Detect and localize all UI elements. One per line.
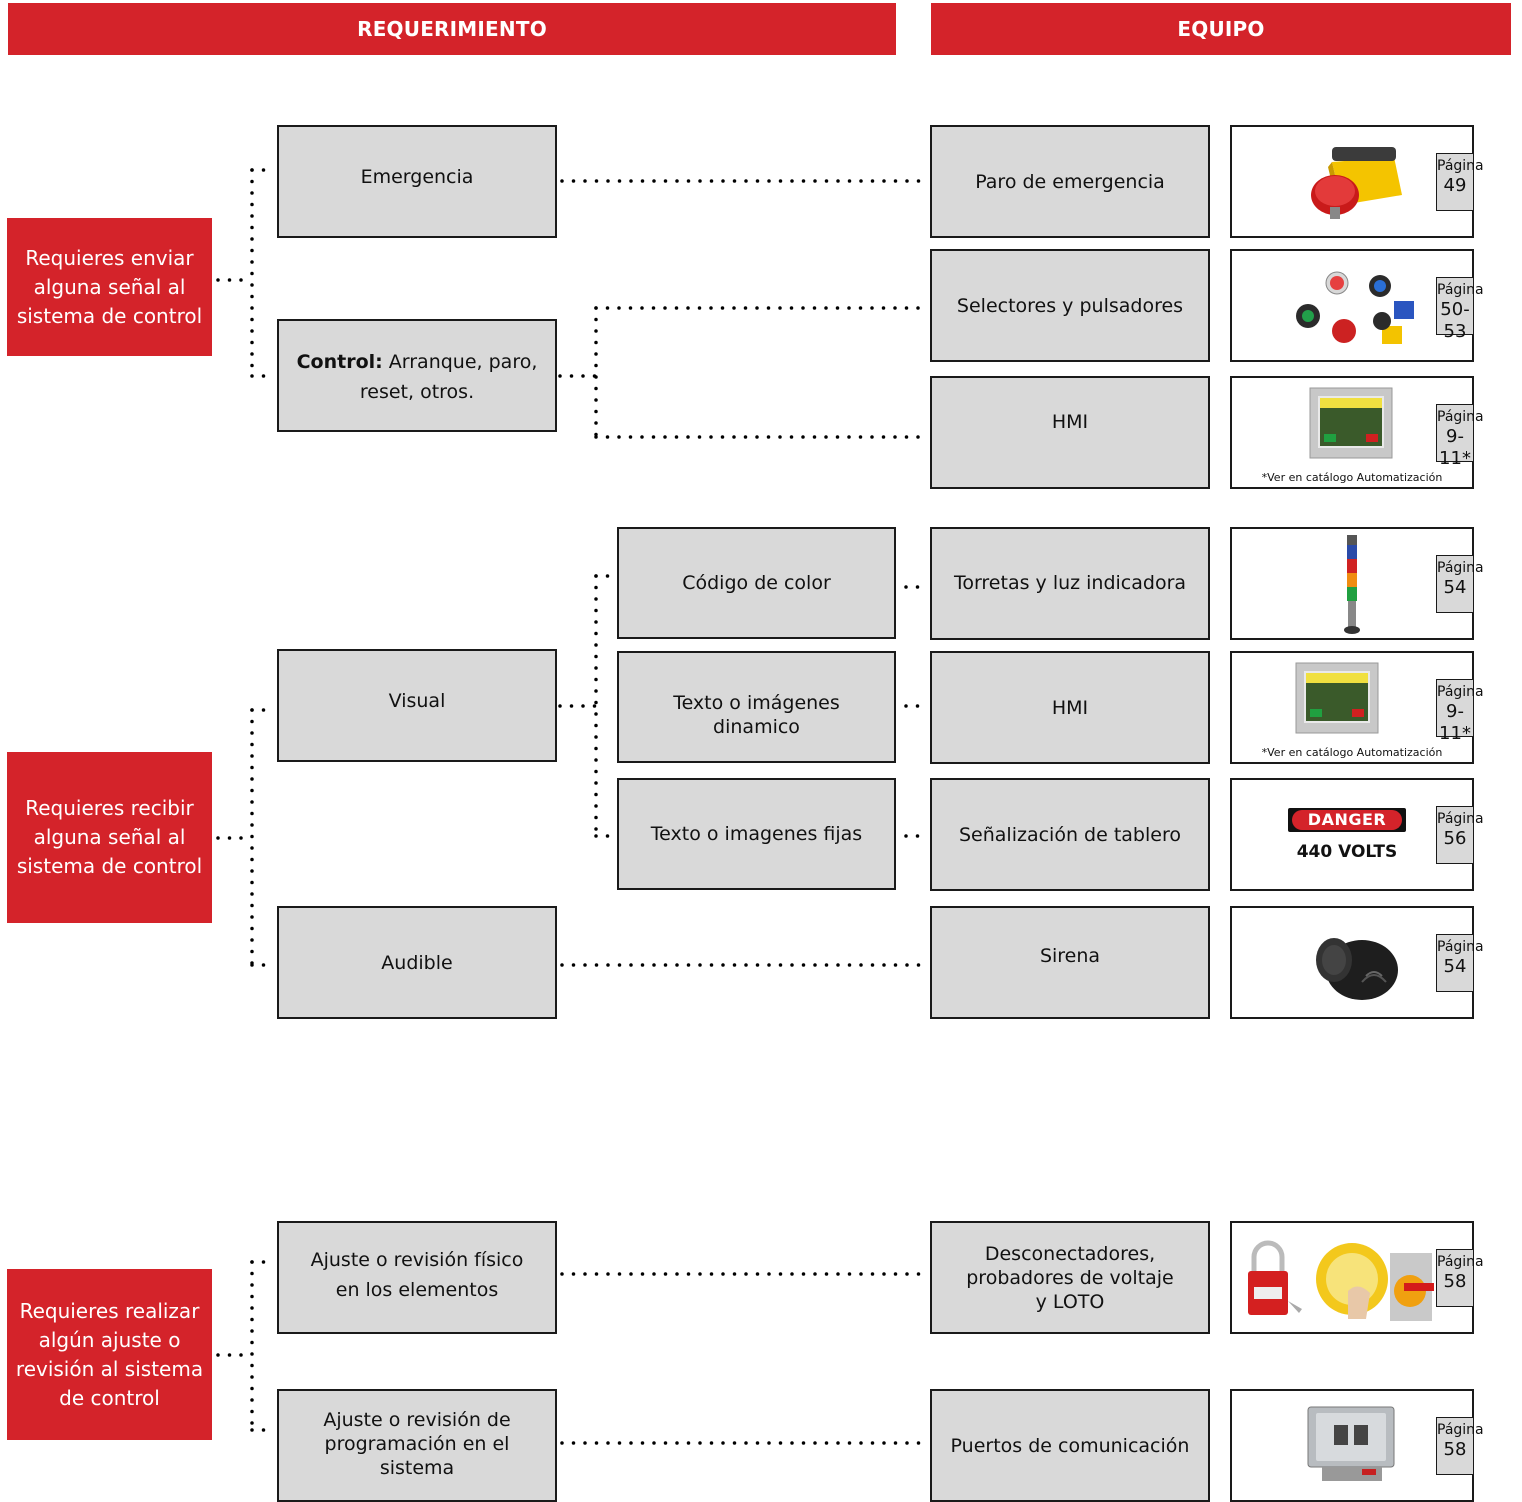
category-visual: Visual [277,649,557,762]
equipment-name: Puertos de comunicación [950,1434,1190,1457]
requirement-adjust-review: Requieres realizar algún ajuste o revisi… [7,1269,212,1440]
page-label: Página [1437,409,1484,425]
page-reference: Página 49 [1436,153,1484,211]
catalog-note: *Ver en catálogo Automatización [1261,746,1443,759]
category-ajuste-programacion: Ajuste o revisión de programación en el … [277,1389,557,1502]
equipment-desconectadores: Desconectadores, probadores de voltaje y… [930,1221,1210,1334]
equipment-hmi-2: HMI [930,651,1210,764]
page-label: Página [1437,158,1484,174]
category-control-bold: Control: [296,351,383,373]
subcategory-texto-dinamico-label: Texto o imágenes dinamico [673,692,840,738]
subcategory-texto-fijo-label: Texto o imagenes fijas [650,823,863,845]
category-emergencia-label: Emergencia [360,166,474,188]
equipment-name: Señalización de tablero [959,823,1181,846]
header-equipment: EQUIPO [931,3,1511,55]
requirement-send-signal: Requieres enviar alguna señal al sistema… [7,218,212,356]
page-label: Página [1437,282,1484,298]
pushbuttons-image [1296,271,1414,344]
category-ajuste-programacion-label: Ajuste o revisión de programación en el … [323,1409,511,1479]
product-card-tower-light: Página 54 [1230,527,1484,640]
page-label: Página [1437,1254,1484,1270]
product-card-emergency-stop: Página 49 [1230,125,1484,238]
equipment-name: Selectores y pulsadores [956,294,1184,317]
hmi-panel-image [1309,387,1393,459]
page-reference: Página 50-53 [1436,277,1484,342]
equipment-name: HMI [1051,696,1089,719]
page-number: 9-11* [1439,701,1471,744]
category-audible: Audible [277,906,557,1019]
category-control-label: Control: Arranque, paro, reset, otros. [289,347,545,407]
category-control-rest: Arranque, paro, reset, otros. [359,351,538,403]
requirement-receive-signal: Requieres recibir alguna señal al sistem… [7,752,212,923]
equipment-name: HMI [1051,411,1089,433]
subcategory-codigo-color-label: Código de color [682,572,831,594]
tower-light-image [1344,535,1360,634]
page-reference: Página 56 [1436,806,1484,864]
page-label: Página [1437,684,1484,700]
emergency-stop-image [1311,147,1402,219]
equipment-torretas: Torretas y luz indicadora [930,527,1210,640]
equipment-puertos: Puertos de comunicación [930,1389,1210,1502]
category-ajuste-fisico-label: Ajuste o revisión físico en los elemento… [310,1249,524,1301]
header-requirement: REQUERIMIENTO [8,3,896,55]
subcategory-codigo-color: Código de color [617,527,896,639]
category-emergencia: Emergencia [277,125,557,238]
requirement-send-signal-text: Requieres enviar alguna señal al sistema… [16,245,203,328]
equipment-selectores: Selectores y pulsadores [930,249,1210,362]
product-card-pushbuttons: Página 50-53 [1230,249,1484,362]
equipment-name: Torretas y luz indicadora [953,572,1187,594]
product-card-communication-port: Página 58 [1230,1389,1484,1502]
page-number: 56 [1443,828,1467,849]
page-number: 54 [1443,577,1467,598]
page-reference: Página 9-11* [1436,679,1484,744]
communication-port-image [1307,1406,1395,1481]
page-reference: Página 9-11* [1436,404,1484,469]
equipment-hmi-1: HMI [930,376,1210,489]
page-number: 58 [1443,1271,1467,1292]
equipment-sirena: Sirena [930,906,1210,1019]
equipment-name: Desconectadores, probadores de voltaje y… [966,1242,1174,1313]
equipment-senalizacion: Señalización de tablero [930,778,1210,891]
page-label: Página [1437,560,1484,576]
page-reference: Página 58 [1436,1417,1484,1475]
equipment-name: Sirena [1039,945,1101,967]
danger-sign-image: DANGER 440 VOLTS [1288,808,1406,868]
hmi-panel-image [1295,662,1379,734]
danger-voltage: 440 VOLTS [1296,842,1398,862]
equipment-name: Paro de emergencia [975,170,1165,193]
page-label: Página [1437,939,1484,955]
catalog-note: *Ver en catálogo Automatización [1261,471,1443,484]
page-number: 9-11* [1439,426,1471,469]
equipment-paro-emergencia: Paro de emergencia [930,125,1210,238]
danger-word: DANGER [1292,810,1402,830]
requirement-receive-signal-text: Requieres recibir alguna señal al sistem… [16,796,203,878]
category-control: Control: Arranque, paro, reset, otros. [277,319,557,432]
page-number: 49 [1443,175,1467,196]
siren-image [1316,938,1398,1000]
product-card-loto: Página 58 [1230,1221,1484,1334]
requirement-adjust-review-text: Requieres realizar algún ajuste o revisi… [15,1298,204,1410]
page-label: Página [1437,1422,1484,1438]
header-equipment-label: EQUIPO [1177,17,1265,41]
page-number: 54 [1443,956,1467,977]
page-number: 58 [1443,1439,1467,1460]
product-card-danger-sign: DANGER 440 VOLTS Página 56 [1230,778,1484,891]
page-label: Página [1437,811,1484,827]
page-reference: Página 54 [1436,934,1484,992]
header-requirement-label: REQUERIMIENTO [357,17,547,41]
loto-image [1248,1240,1434,1321]
product-card-hmi-2: Página 9-11* *Ver en catálogo Automatiza… [1230,651,1484,764]
category-ajuste-fisico: Ajuste o revisión físico en los elemento… [277,1221,557,1334]
product-card-hmi-1: Página 9-11* *Ver en catálogo Automatiza… [1230,376,1484,489]
subcategory-texto-dinamico: Texto o imágenes dinamico [617,651,896,763]
category-visual-label: Visual [388,690,446,712]
subcategory-texto-fijo: Texto o imagenes fijas [617,778,896,890]
category-audible-label: Audible [381,951,453,974]
product-card-siren: Página 54 [1230,906,1484,1019]
page-reference: Página 58 [1436,1249,1484,1307]
page-number: 50-53 [1440,299,1470,342]
page-reference: Página 54 [1436,555,1484,613]
